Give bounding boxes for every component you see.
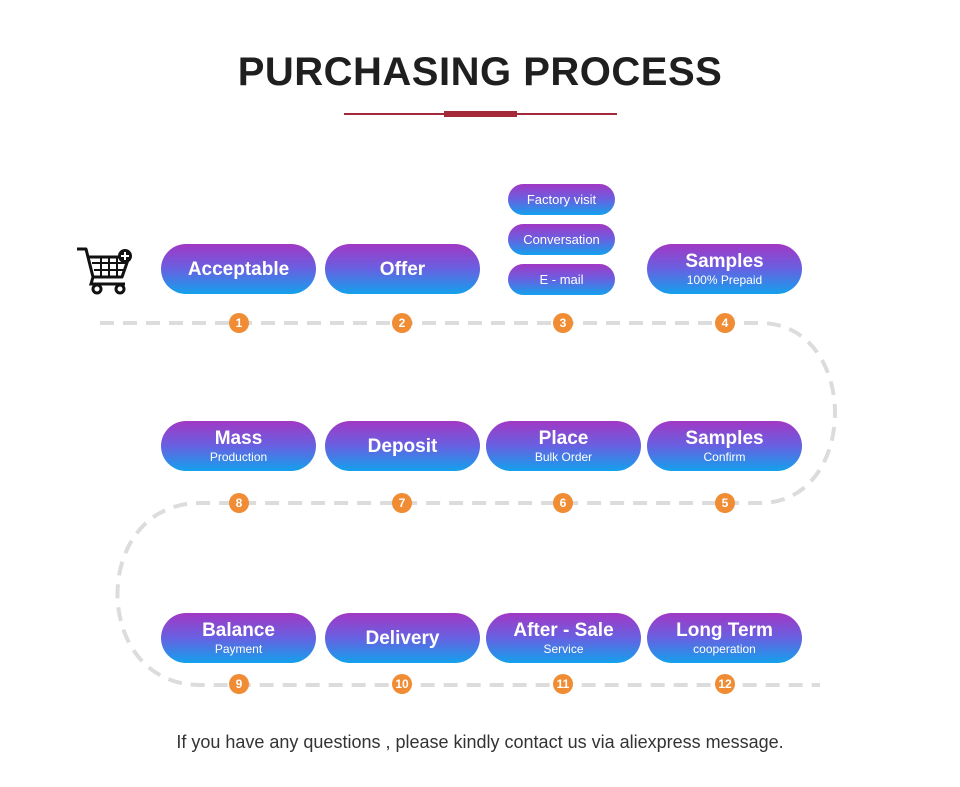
step-number-badge: 5 <box>715 493 735 513</box>
step-label: Samples <box>685 250 764 272</box>
contact-note: If you have any questions , please kindl… <box>176 732 784 752</box>
step-number-badge: 9 <box>229 674 249 694</box>
step-number-badge: 8 <box>229 493 249 513</box>
step-sublabel: Confirm <box>703 449 746 464</box>
step-label: After - Sale <box>513 619 614 641</box>
step-sublabel: Production <box>209 449 268 464</box>
step-sublabel: cooperation <box>693 641 756 656</box>
step-label: Long Term <box>676 619 773 641</box>
step-label: Delivery <box>365 627 440 649</box>
step-delivery: Delivery <box>325 613 480 663</box>
step-label: Place <box>538 427 589 449</box>
step-number-badge: 7 <box>392 493 412 513</box>
step-acceptable: Acceptable <box>161 244 316 294</box>
step-sublabel: Payment <box>214 641 263 656</box>
step-mass-production: Mass Production <box>161 421 316 471</box>
step-offer: Offer <box>325 244 480 294</box>
step-after-sale-service: After - Sale Service <box>486 613 641 663</box>
step-number-badge: 1 <box>229 313 249 333</box>
step-label: Samples <box>685 427 764 449</box>
step-label: Balance <box>202 619 275 641</box>
page-title: PURCHASING PROCESS <box>237 50 723 94</box>
step-number-badge: 2 <box>392 313 412 333</box>
step-sublabel: 100% Prepaid <box>686 272 763 287</box>
step-number-badge: 10 <box>392 674 412 694</box>
step-number-badge: 3 <box>553 313 573 333</box>
step-place-bulk-order: Place Bulk Order <box>486 421 641 471</box>
title-underline-accent <box>444 111 517 117</box>
step-sublabel: Bulk Order <box>534 449 593 464</box>
step-label: Acceptable <box>187 258 290 280</box>
step-number-badge: 12 <box>715 674 735 694</box>
step-label: Deposit <box>367 435 438 457</box>
step-samples-confirm: Samples Confirm <box>647 421 802 471</box>
step-samples-prepaid: Samples 100% Prepaid <box>647 244 802 294</box>
dashed-flow-line <box>100 321 837 687</box>
step-label: Offer <box>379 258 426 280</box>
option-conversation: Conversation <box>508 224 615 255</box>
step-sublabel: Service <box>543 641 584 656</box>
step-number-badge: 4 <box>715 313 735 333</box>
shopping-cart-plus-icon <box>75 244 135 301</box>
option-factory-visit: Factory visit <box>508 184 615 215</box>
step-balance-payment: Balance Payment <box>161 613 316 663</box>
step-deposit: Deposit <box>325 421 480 471</box>
step-label: Mass <box>214 427 263 449</box>
step-number-badge: 6 <box>553 493 573 513</box>
option-email: E - mail <box>508 264 615 295</box>
step-number-badge: 11 <box>553 674 573 694</box>
step-long-term-cooperation: Long Term cooperation <box>647 613 802 663</box>
